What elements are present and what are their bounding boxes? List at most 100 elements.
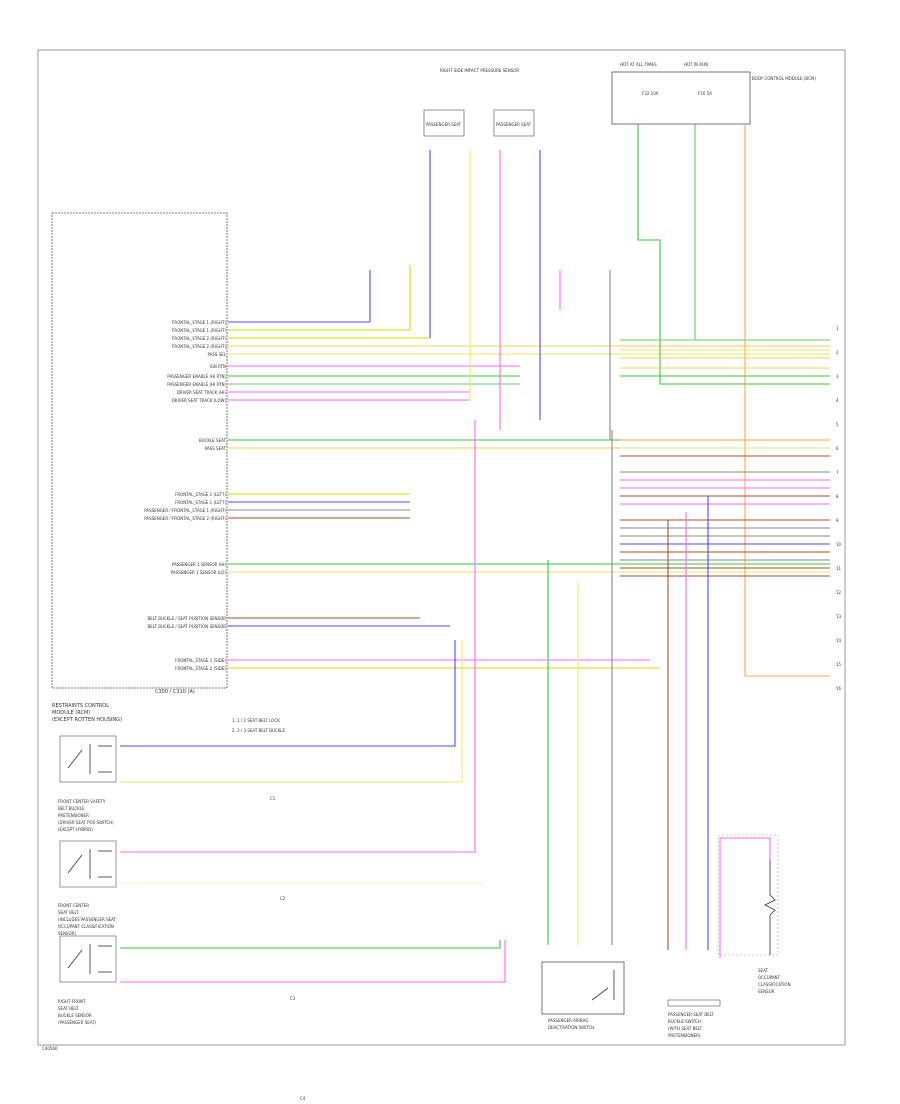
switch1-label: PRETENSIONER [58,813,89,818]
fuse-box [611,71,751,125]
right-edge-tag: 8 [836,494,839,499]
module-pin-label: PASS SEAT [205,446,227,451]
module-pin-label: PASSENGER 1 SENSOR (HI) [172,562,227,567]
switch3-label: RIGHT FRONT [58,999,86,1004]
fuse-label: F16 5A [698,91,712,96]
right-edge-tag: 11 [836,566,842,571]
top-connector-label: PASSENGER SEAT [496,122,532,127]
fuse-box-title: HOT IN RUN [684,62,708,67]
switch-group [59,735,776,1001]
passenger-switch-label: DEACTIVATION SWITCH [548,1025,594,1030]
switch-wire [120,640,456,747]
module-label: RESTRAINTS CONTROL MODULE (RCM) (EXCEPT … [52,689,286,733]
right-edge-tag: 4 [836,398,839,403]
right-edge-tag: 5 [836,422,839,427]
switch-front-center-buckle [59,735,117,783]
label-layer: FRONTAL_STAGE 1 (RIGHT) FRONTAL_STAGE 1 (… [144,320,842,1101]
right-edge-tag: 15 [836,662,842,667]
module-pin-label: BELT BUCKLE / SEAT POSITION SENSOR [148,624,227,629]
passenger-seat-belt-switch [667,999,721,1007]
wire-tag: C2 [280,896,286,901]
module-pin-label: PASSENGER ENABLE (HI RTN) [167,374,226,379]
right-edge-tag: 6 [836,446,839,451]
switch-wire [120,640,463,783]
module-pin-label: PASSENGER 1 SENSOR (LO) [171,570,227,575]
module-pin-label: BUCKLE SEAT [199,438,227,443]
top-connector-title: RIGHT SIDE IMPACT PRESSURE SENSOR [440,68,519,73]
power-wire [694,124,830,341]
module-pin-label: FRONTAL_STAGE 2 (RIGHT) [172,336,226,341]
module-pin-label: BELT BUCKLE / SEAT POSITION SENSOR [148,616,227,621]
wire-tag: C1 [270,796,276,801]
switch-front-center-buckle-contact [67,749,83,769]
right-edge-tag: 12 [836,590,842,595]
module-connector-label: C300 / C310 (A) [155,689,195,695]
page-frame [37,49,846,1046]
module-pin-label: FRONTAL_STAGE 2 (SIDE) [175,666,226,671]
right-edge-tag: 10 [836,542,842,547]
switch-front-center-seat-contact [67,854,83,874]
switch1-label: (EXCEPT HYBRID) [58,827,93,832]
sensor-wire [719,837,771,958]
module-label-line: RESTRAINTS CONTROL [52,703,109,709]
right-edge-tag: 9 [836,518,839,523]
fuse-box-title: HOT AT ALL TIMES [620,62,657,67]
switch3-label: SEAT BELT [58,1006,79,1011]
passenger-airbag-switch [541,961,625,1015]
passenger-seat-label: PRETENSIONER) [668,1033,701,1038]
switch-front-center-seat [59,840,117,888]
switch2-label: SEAT BELT [58,910,79,915]
power-wire [637,124,830,385]
right-edge-tag: 3 [836,374,839,379]
switch3-label: BUCKLE SENSOR [58,1013,92,1018]
passenger-seat-label: BUCKLE SWITCH [668,1019,701,1024]
switch3-label: (PASSENGER SEAT) [58,1020,97,1025]
switch2-label: OCCUPANT CLASSIFICATION [58,924,114,929]
module-pin-label: FRONTAL_STAGE 1 (RIGHT) [172,320,226,325]
occupant-sensor-label: OCCUPANT [758,975,781,980]
passenger-switch-label: PASSENGER AIRBAG [548,1018,588,1023]
wire-tag: C4 [300,1096,306,1100]
occupant-sensor-label: SENSOR [758,989,775,994]
right-edge-tag: 2 [836,350,839,355]
occupant-sensor-label: SEAT [758,968,768,973]
switch-front-center-seat-frame [59,840,117,888]
module-pin-label: PASSENGER / FRONTAL_STAGE 1 (RIGHT) [144,508,226,513]
switch-wire [120,940,506,983]
module-pin-label: DRIVER SEAT TRACK (LOW) [172,398,227,403]
right-edge-tag: 7 [836,470,839,475]
power-wire [744,124,830,677]
top-connector-right [493,109,535,137]
module-pin-label: IGN RTN [210,364,226,369]
right-edge-tag: 1 [836,326,839,331]
bottom-labels: FRONT CENTER SAFETY BELT BUCKLE PRETENSI… [42,799,791,1051]
switch2-label: FRONT CENTER [58,903,89,908]
module-pin-label: PASS SEL [207,352,226,357]
module-pin-label: FRONTAL_STAGE 1 (SIDE) [175,658,226,663]
switch-right-front-buckle [59,935,117,983]
module-pin-label: FRONTAL_STAGE 1 (LEFT) [175,500,226,505]
module-label-line: MODULE (RCM) [52,710,90,716]
occupant-sensor-frame [717,834,779,956]
top-connector-left [423,109,465,137]
right-edge-tag: 14 [836,638,842,643]
module-label-line: (EXCEPT ROTTEN HOUSING) [52,717,122,723]
passenger-seat-label: (WITH SEAT BELT [668,1026,703,1031]
module-pin-label: DRIVER SEAT TRACK (HI) [177,390,227,395]
fuse-box-note: BODY CONTROL MODULE (BCM) [752,76,816,81]
module-pin-label: PASSENGER ENABLE (HI RTN) [167,382,226,387]
right-edge-tag: 13 [836,614,842,619]
switch-wire [120,940,501,949]
module-note: 2. 2 / 3 SEAT BELT BUCKLE [232,728,286,733]
sensor-resistor [764,860,776,955]
switch2-label: SENSOR) [58,931,77,936]
module-pin-label: FRONTAL_STAGE 1 (RIGHT) [172,328,226,333]
passenger-seat-label: PASSENGER SEAT BELT [668,1012,714,1017]
restraints-control-module [51,212,228,689]
airbag-switch-contact [591,987,609,1001]
switch-wire [120,420,476,853]
switch-right-front-buckle-frame [59,935,117,983]
wire-tag: C3 [290,996,296,1001]
